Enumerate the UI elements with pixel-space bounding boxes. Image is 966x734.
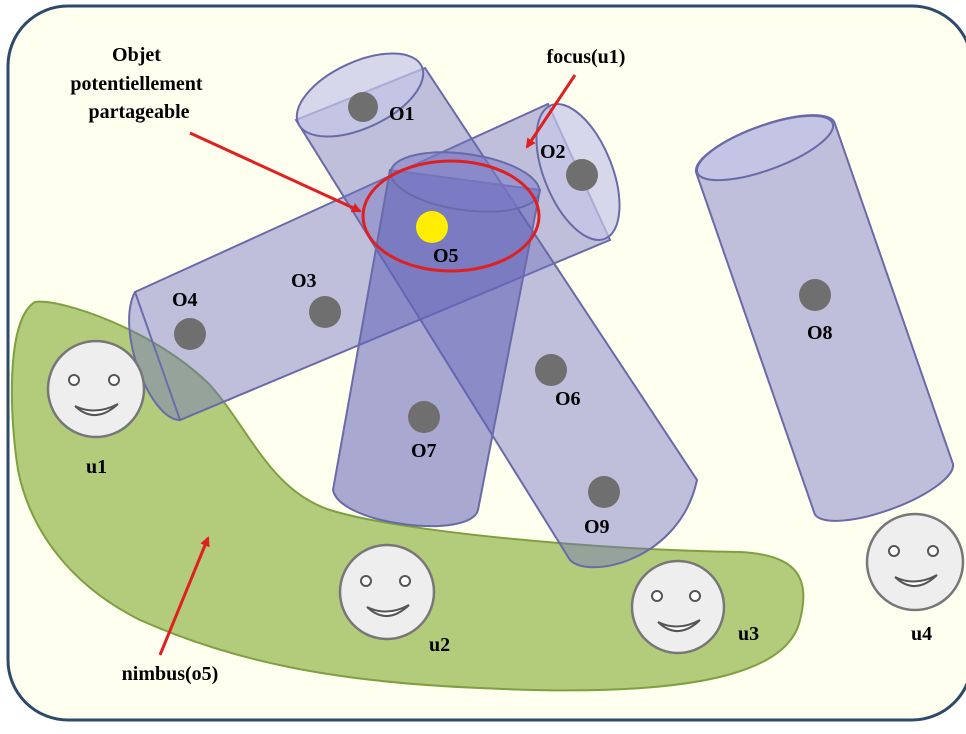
nimbus-label: nimbus(o5) — [122, 663, 219, 685]
object-o9-label: O9 — [584, 516, 610, 538]
object-o5-label: O5 — [433, 245, 459, 267]
object-o8-label: O8 — [807, 322, 833, 344]
object-o7-label: O7 — [411, 440, 437, 462]
user-u4-face-icon — [865, 512, 965, 612]
object-o8-dot — [799, 279, 831, 311]
cylinder-o8-cap — [695, 114, 835, 182]
object-o9-dot — [588, 476, 620, 508]
object-o4-label: O4 — [172, 289, 198, 311]
object-o3-dot — [309, 296, 341, 328]
user-u2-face-icon — [338, 543, 436, 641]
shareable-arrow — [189, 131, 362, 213]
focus-label: focus(u1) — [547, 46, 626, 68]
shareable-object-label: Objet potentiellement partageable — [70, 44, 207, 123]
object-o5-dot — [416, 211, 448, 243]
nimbus-region — [10, 300, 805, 692]
shareable-object-line-1: Objet — [112, 44, 161, 66]
user-u1-label: u1 — [86, 456, 107, 478]
shareable-object-line-3: partageable — [88, 101, 189, 123]
focus-ellipse — [361, 159, 541, 273]
user-u2-label: u2 — [429, 634, 450, 656]
object-o3-label: O3 — [291, 270, 317, 292]
object-o2-dot — [566, 159, 598, 191]
user-u1-face-icon — [46, 339, 146, 439]
cylinder-o5-o7 — [331, 168, 542, 527]
cylinder-o5-o7-cap — [389, 151, 541, 213]
focus-arrow — [525, 74, 577, 149]
object-o2-label: O2 — [540, 141, 566, 163]
user-u3-label: u3 — [738, 623, 759, 645]
user-u3-face-icon — [630, 559, 726, 655]
nimbus-arrow — [158, 536, 210, 656]
object-o7-dot — [408, 401, 440, 433]
object-o4-dot — [174, 318, 206, 350]
object-o6-dot — [535, 354, 567, 386]
user-u4-label: u4 — [911, 623, 932, 645]
shareable-object-line-2: potentiellement — [70, 73, 203, 95]
object-o6-label: O6 — [555, 388, 581, 410]
object-o1-label: O1 — [389, 103, 415, 125]
object-o1-dot — [348, 92, 378, 122]
